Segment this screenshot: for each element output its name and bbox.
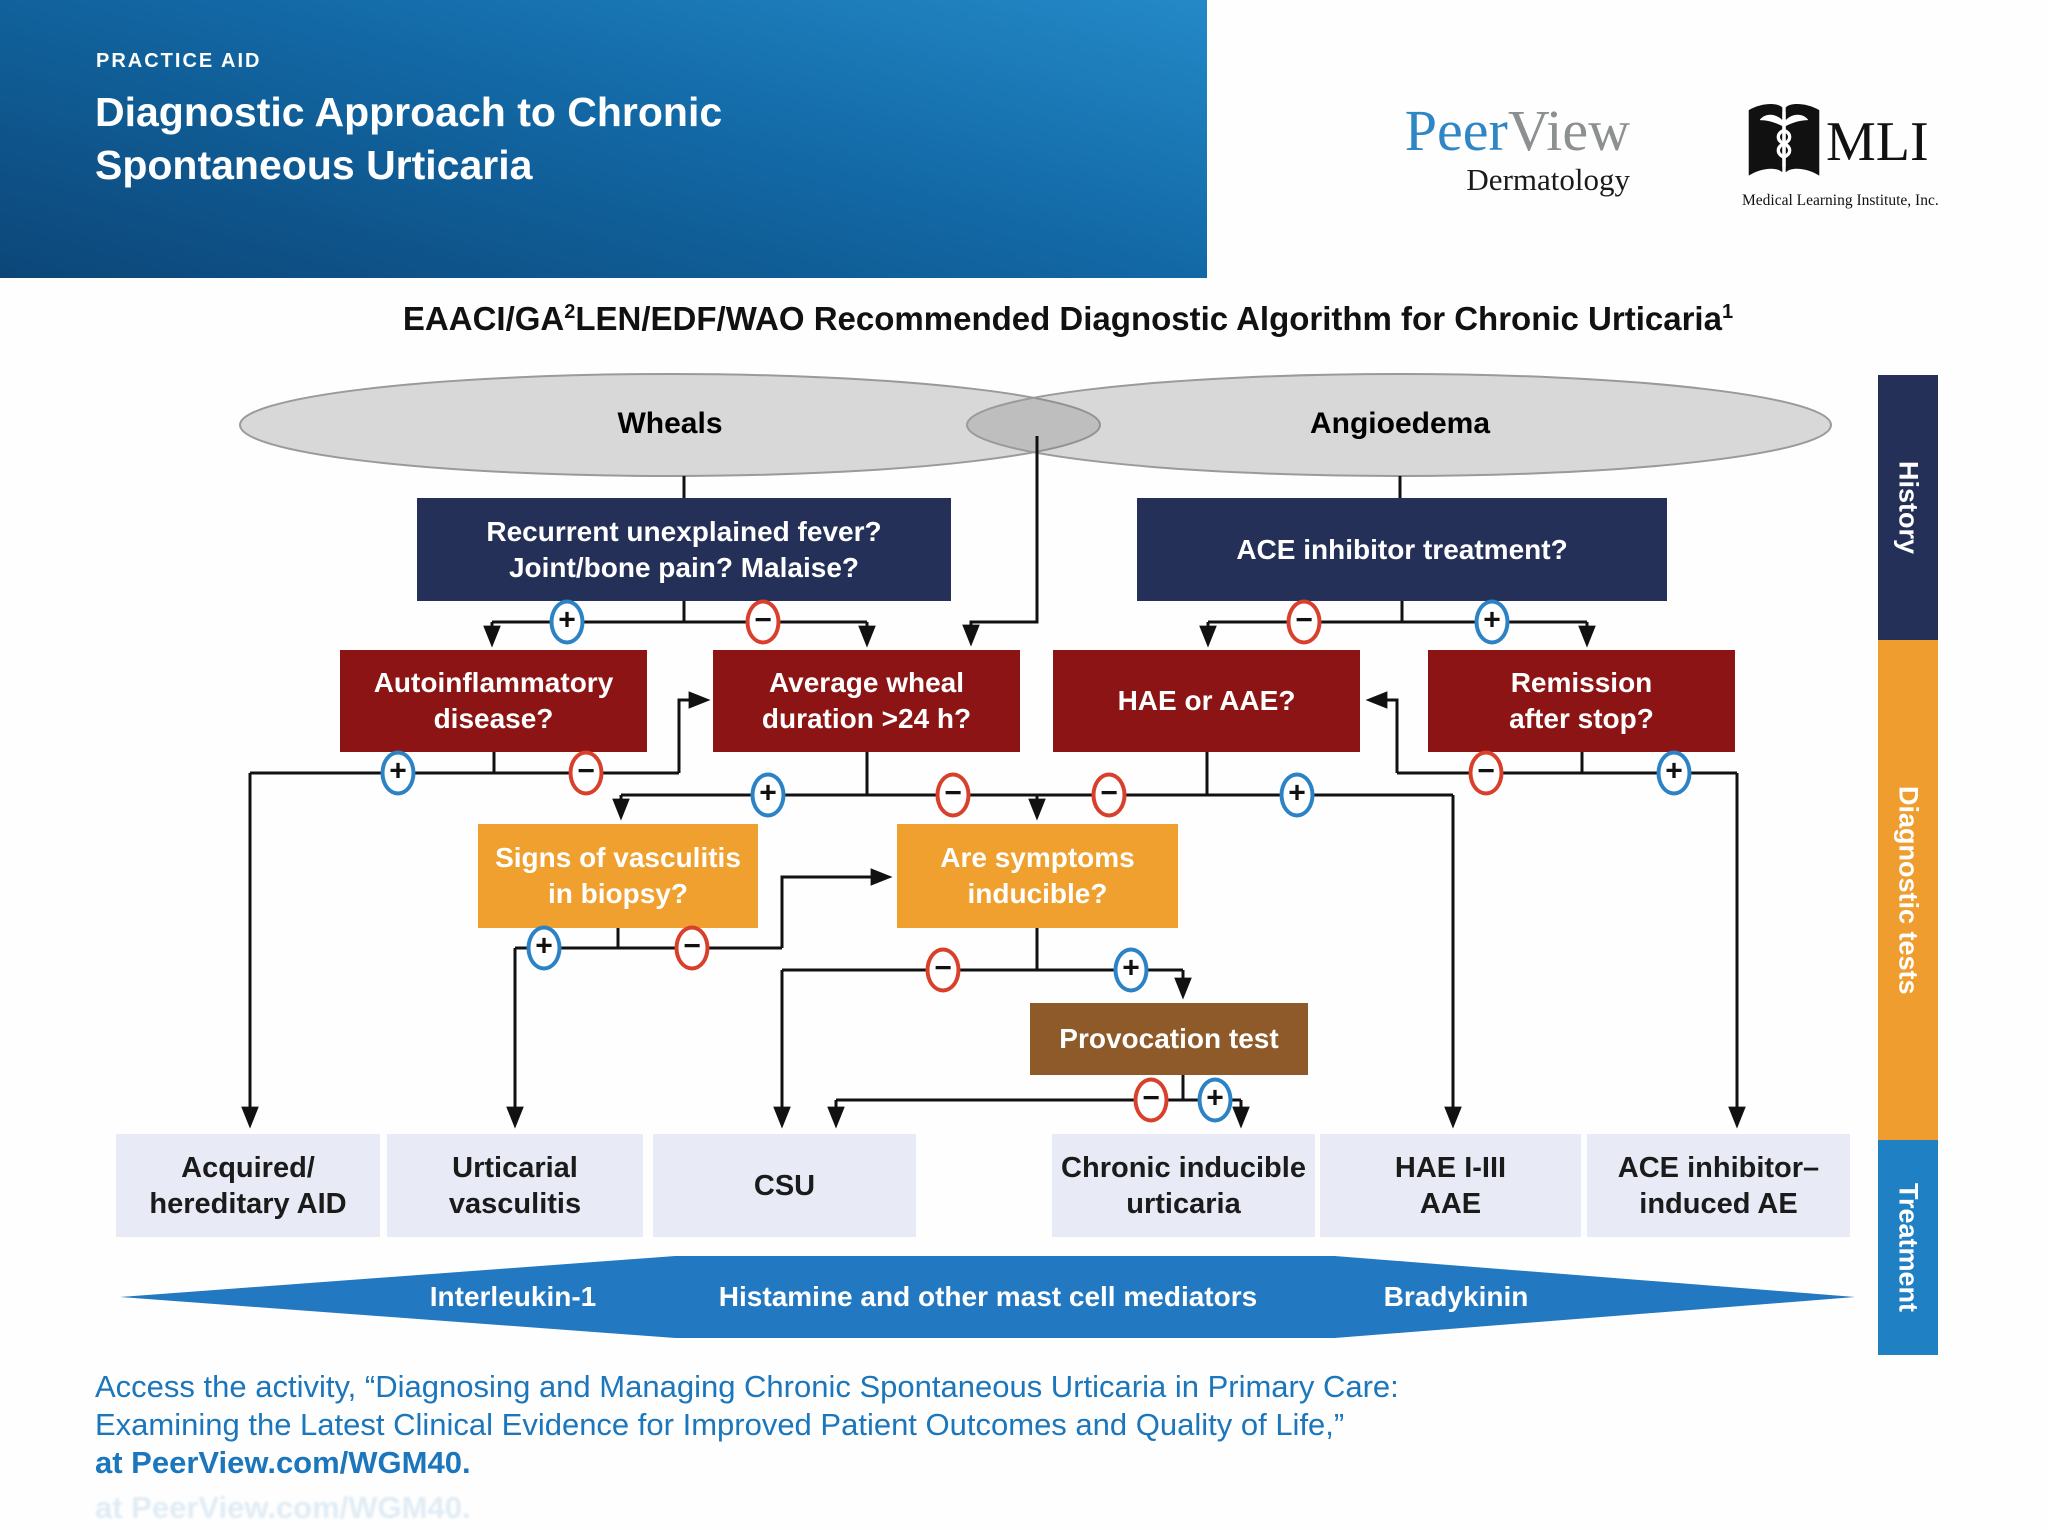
node-remission-after-stop: Remission after stop? (1428, 650, 1735, 752)
wheals-ellipse-label: Wheals (617, 407, 723, 440)
minus-badge-ace: − (1286, 599, 1322, 645)
node-hae-or-aae: HAE or AAE? (1053, 650, 1360, 752)
minus-badge-autoinflammatory: − (568, 750, 604, 796)
algo-title-pre: EAACI/GA (402, 300, 565, 337)
plus-badge-remission: + (1656, 750, 1692, 796)
peerview-view: View (1507, 98, 1630, 163)
venn-ellipses (239, 373, 1832, 477)
outcome-urticarial-vasculitis: Urticarial vasculitis (387, 1134, 643, 1237)
plus-badge-wheal-duration: + (750, 772, 786, 818)
mli-logo: MLI Medical Learning Institute, Inc. (1742, 98, 1954, 210)
mediator-histamine: Histamine and other mast cell mediators (718, 1281, 1258, 1312)
node-wheal-duration: Average wheal duration >24 h? (713, 650, 1020, 752)
minus-badge-inducible: − (925, 947, 961, 993)
node-vasculitis-biopsy: Signs of vasculitis in biopsy? (478, 824, 758, 928)
footer-line2: Examining the Latest Clinical Evidence f… (95, 1407, 1345, 1442)
minus-badge-hae: − (1091, 772, 1127, 818)
minus-badge-biopsy: − (674, 925, 710, 971)
node-autoinflammatory-disease: Autoinflammatory disease? (340, 650, 647, 752)
minus-badge-remission: − (1468, 750, 1504, 796)
outcome-ace-inhibitor-induced-ae: ACE inhibitor– induced AE (1587, 1134, 1850, 1237)
sidebar-history: History (1878, 375, 1938, 640)
mli-name: Medical Learning Institute, Inc. (1742, 192, 1939, 209)
footer-link[interactable]: at PeerView.com/WGM40. (95, 1445, 471, 1480)
plus-badge-hae: + (1279, 772, 1315, 818)
minus-badge-provocation: − (1133, 1077, 1169, 1123)
mli-abbr: MLI (1826, 111, 1929, 173)
algorithm-title: EAACI/GA2LEN/EDF/WAO Recommended Diagnos… (268, 300, 1868, 338)
header-banner: PRACTICE AID Diagnostic Approach to Chro… (0, 0, 1207, 278)
outcome-acquired-hereditary-aid: Acquired/ hereditary AID (116, 1134, 380, 1237)
peerview-logo: PeerView Dermatology (1340, 102, 1630, 198)
plus-badge-autoinflammatory: + (380, 750, 416, 796)
minus-badge-wheal-duration: − (935, 772, 971, 818)
minus-badge-fever: − (745, 599, 781, 645)
mli-book-icon (1748, 104, 1820, 176)
mediator-bradykinin: Bradykinin (1383, 1281, 1529, 1312)
peerview-wordmark: PeerView (1340, 102, 1630, 160)
node-ace-inhibitor-treatment: ACE inhibitor treatment? (1137, 498, 1667, 601)
plus-badge-biopsy: + (526, 925, 562, 971)
plus-badge-ace: + (1474, 599, 1510, 645)
outcome-csu: CSU (653, 1134, 916, 1237)
footer-link-ghost: at PeerView.com/WGM40. (95, 1490, 471, 1525)
angioedema-ellipse-label: Angioedema (1309, 407, 1491, 440)
algo-title-sup2: 2 (564, 301, 576, 323)
node-symptoms-inducible: Are symptoms inducible? (897, 824, 1178, 928)
outcome-chronic-inducible-urticaria: Chronic inducible urticaria (1052, 1134, 1315, 1237)
peerview-peer: Peer (1404, 98, 1508, 163)
peerview-dermatology-label: Dermatology (1466, 162, 1630, 197)
plus-badge-provocation: + (1197, 1077, 1233, 1123)
plus-badge-inducible: + (1113, 947, 1149, 993)
plus-badge-fever: + (549, 599, 585, 645)
algo-title-ref: 1 (1721, 301, 1734, 323)
footer-access-text: Access the activity, “Diagnosing and Man… (95, 1368, 1399, 1482)
page-title: Diagnostic Approach to Chronic Spontaneo… (95, 89, 723, 188)
node-provocation-test: Provocation test (1030, 1003, 1308, 1075)
mediator-interleukin1: Interleukin-1 (429, 1281, 597, 1312)
sidebar-diagnostic-tests: Diagnostic tests (1878, 640, 1938, 1140)
algo-title-mid: LEN/EDF/WAO Recommended Diagnostic Algor… (575, 300, 1722, 337)
node-recurrent-fever: Recurrent unexplained fever? Joint/bone … (417, 498, 951, 601)
sidebar-treatment: Treatment (1878, 1140, 1938, 1355)
outcome-hae-aae: HAE I-III AAE (1320, 1134, 1581, 1237)
eyebrow-label: PRACTICE AID (96, 50, 262, 72)
footer-line1: Access the activity, “Diagnosing and Man… (95, 1369, 1399, 1404)
